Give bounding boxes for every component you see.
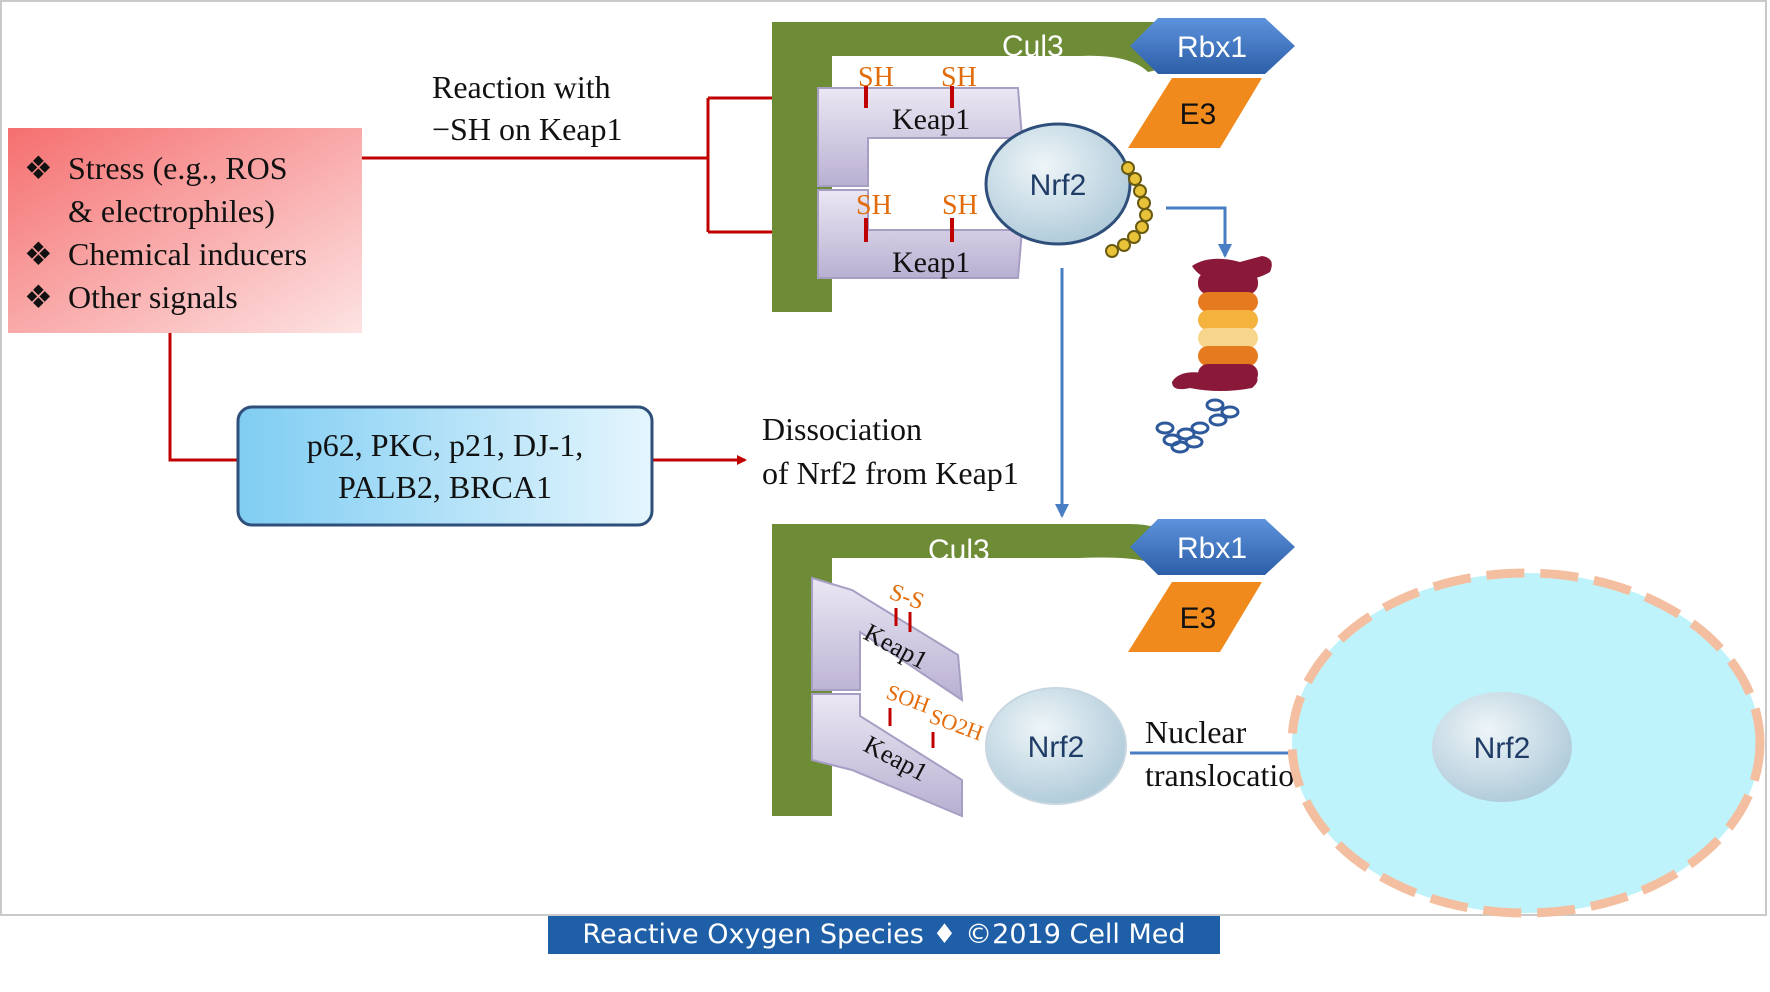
proteasome-icon [1172, 256, 1272, 391]
nuclear-label-line2: translocation [1145, 757, 1310, 793]
svg-text:& electrophiles): & electrophiles) [68, 193, 275, 229]
svg-text:❖ Chemical inducers: ❖ Chemical inducers [24, 236, 307, 272]
sh-groups: SH SH SH SH [856, 62, 978, 242]
bottom-complex: Cul3 Rbx1 E3 Keap1 Keap1 S-S SOH SO2H Nr… [772, 519, 1295, 818]
nrf2-bound [984, 122, 1132, 246]
nucleus: Nrf2 [1287, 568, 1765, 918]
stress-bullet-icon: ❖ [24, 279, 53, 315]
protein-box-line1: p62, PKC, p21, DJ-1, [307, 427, 583, 463]
nuclear-label-line1: Nuclear [1145, 714, 1247, 750]
e3-label: E3 [1180, 602, 1217, 635]
nrf2-bound-label: Nrf2 [1030, 169, 1087, 202]
nrf2-free-label: Nrf2 [1028, 731, 1085, 764]
e3-shape [1128, 582, 1262, 652]
sh-label: SH [856, 190, 892, 221]
keap1-upper-shape [817, 87, 1024, 187]
stress-item-1: Stress (e.g., ROS [68, 150, 288, 186]
stress-bullet-icon: ❖ [24, 236, 53, 272]
dissociation-label-line2: of Nrf2 from Keap1 [762, 455, 1019, 491]
stress-bullet-icon: ❖ [24, 150, 53, 186]
sh-label: SH [942, 190, 978, 221]
stress-box: ❖ Stress (e.g., ROS & electrophiles) ❖ C… [8, 128, 362, 333]
svg-text:❖ Other signals: ❖ Other signals [24, 279, 238, 315]
keap1-upper-shape [811, 576, 964, 702]
svg-text:❖ Stress (e.g., ROS: ❖ Stress (e.g., ROS [24, 150, 288, 186]
stress-item-2: & electrophiles) [68, 193, 275, 229]
reaction-label-line1: Reaction with [432, 69, 611, 105]
protein-box-line2: PALB2, BRCA1 [338, 469, 552, 505]
rbx1-label: Rbx1 [1177, 532, 1247, 565]
footer-credit: Reactive Oxygen Species ♦ ©2019 Cell Med… [548, 916, 1220, 988]
sh-label: SH [858, 62, 894, 93]
ubiquitin-chain [1105, 161, 1153, 258]
keap1-lower-shape [811, 693, 963, 818]
nrf2-free [985, 687, 1127, 805]
rbx1-shape [1130, 18, 1295, 74]
nrf2-keap1-diagram: ❖ Stress (e.g., ROS & electrophiles) ❖ C… [0, 0, 1767, 918]
keap1-upper-label: Keap1 [892, 103, 970, 136]
nrf2-nuclear-label: Nrf2 [1474, 732, 1531, 765]
keap1-lower-label: Keap1 [892, 246, 970, 279]
nrf2-nuclear [1432, 692, 1572, 802]
e3-label: E3 [1180, 98, 1217, 131]
cul3-label: Cul3 [1002, 30, 1064, 63]
cul3-label: Cul3 [928, 534, 990, 567]
peptide-fragments-icon [1155, 398, 1240, 454]
stress-item-4: Other signals [68, 279, 238, 315]
top-complex: Cul3 Rbx1 E3 Keap1 Keap1 SH SH SH SH Nrf… [772, 18, 1295, 312]
reaction-label-line2: −SH on Keap1 [432, 111, 622, 147]
e3-shape [1128, 78, 1262, 148]
protein-box: p62, PKC, p21, DJ-1, PALB2, BRCA1 [236, 405, 654, 527]
stress-item-3: Chemical inducers [68, 236, 307, 272]
rbx1-shape [1130, 519, 1295, 575]
sh-label: SH [941, 62, 977, 93]
rbx1-label: Rbx1 [1177, 31, 1247, 64]
dissociation-label-line1: Dissociation [762, 411, 922, 447]
